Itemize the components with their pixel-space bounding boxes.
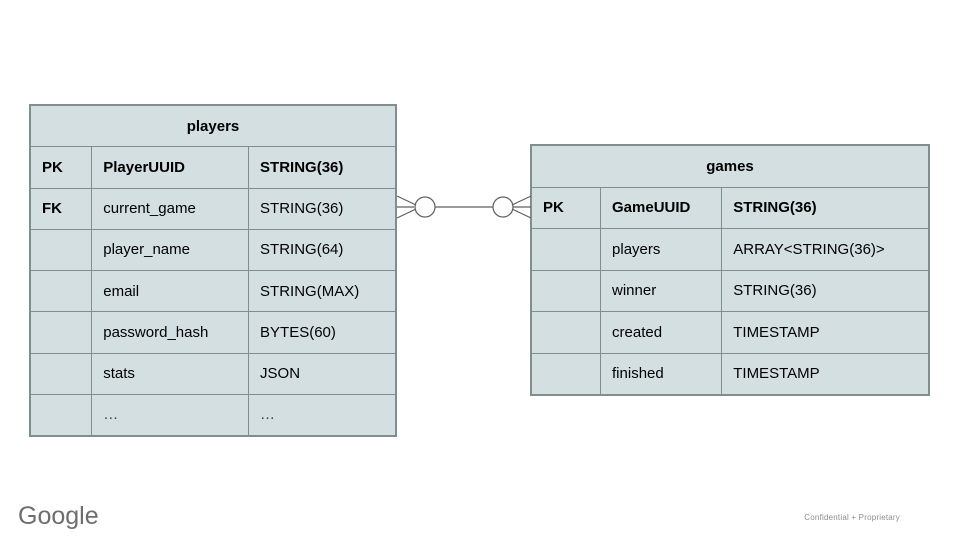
row-field-type: STRING(36): [248, 146, 396, 189]
row-field-type: TIMESTAMP: [721, 352, 929, 395]
table-header-row: players: [30, 104, 396, 148]
row-field-name: PlayerUUID: [91, 146, 250, 189]
google-logo: Google: [18, 502, 99, 530]
table-row[interactable]: email STRING(MAX): [29, 269, 396, 313]
cardinality-circle-left: [414, 196, 436, 218]
cardinality-circle-right: [492, 196, 514, 218]
entity-table-games[interactable]: games PK GameUUID STRING(36) players ARR…: [530, 144, 930, 396]
entity-table-players[interactable]: players PK PlayerUUID STRING(36) FK curr…: [29, 104, 397, 437]
row-key-badge: [530, 311, 602, 354]
crowsfoot-right-lower-line: [511, 208, 532, 219]
crowsfoot-left-lower-line: [396, 208, 417, 219]
row-key-badge: PK: [530, 186, 602, 229]
row-key-badge: [530, 269, 602, 312]
row-field-name: …: [91, 393, 250, 437]
row-key-badge: [530, 228, 602, 271]
players-table: players PK PlayerUUID STRING(36) FK curr…: [29, 104, 396, 437]
table-row-more[interactable]: … …: [29, 393, 396, 437]
row-field-name: email: [91, 269, 250, 313]
row-key-badge: [29, 269, 93, 313]
row-key-badge: [29, 311, 93, 354]
row-field-type: ARRAY<STRING(36)>: [721, 228, 929, 271]
row-field-name: GameUUID: [600, 186, 723, 229]
row-field-type: BYTES(60): [248, 311, 396, 354]
table-row[interactable]: winner STRING(36): [530, 269, 929, 312]
row-field-name: stats: [91, 352, 250, 395]
table-row[interactable]: password_hash BYTES(60): [29, 311, 396, 354]
row-field-type: JSON: [248, 352, 396, 395]
relationship-connector-players-games[interactable]: [390, 182, 538, 232]
row-key-badge: [29, 393, 93, 437]
table-row[interactable]: PK PlayerUUID STRING(36): [29, 146, 396, 189]
row-field-type: STRING(36): [721, 186, 929, 229]
row-field-type: STRING(36): [721, 269, 929, 312]
row-field-name: finished: [600, 352, 723, 395]
row-field-name: created: [600, 311, 723, 354]
row-key-badge: [530, 352, 602, 395]
row-key-badge: [29, 228, 93, 272]
row-field-name: password_hash: [91, 311, 250, 354]
players-title: players: [30, 104, 396, 148]
row-field-type: TIMESTAMP: [721, 311, 929, 354]
table-row[interactable]: PK GameUUID STRING(36): [530, 186, 929, 229]
table-row[interactable]: stats JSON: [29, 352, 396, 395]
table-row[interactable]: player_name STRING(64): [29, 228, 396, 272]
confidentiality-notice: Confidential + Proprietary: [804, 513, 900, 522]
table-row[interactable]: players ARRAY<STRING(36)>: [530, 228, 929, 271]
row-key-badge: PK: [29, 146, 93, 189]
games-title: games: [531, 145, 929, 188]
crowsfoot-right-upper-line: [511, 195, 532, 206]
table-row[interactable]: finished TIMESTAMP: [530, 352, 929, 395]
table-row[interactable]: FK current_game STRING(36): [29, 187, 396, 230]
table-header-row: games: [531, 145, 929, 188]
row-field-name: current_game: [91, 187, 250, 230]
row-field-type: STRING(64): [248, 228, 396, 272]
row-field-name: players: [600, 228, 723, 271]
games-table: games PK GameUUID STRING(36) players ARR…: [530, 145, 929, 395]
row-field-name: winner: [600, 269, 723, 312]
row-field-type: STRING(36): [248, 187, 396, 230]
row-key-badge: FK: [29, 187, 93, 230]
row-field-name: player_name: [91, 228, 250, 272]
row-field-type: STRING(MAX): [248, 269, 396, 313]
table-row[interactable]: created TIMESTAMP: [530, 311, 929, 354]
row-key-badge: [29, 352, 93, 395]
row-field-type: …: [248, 393, 396, 437]
crowsfoot-left-upper-line: [396, 195, 417, 206]
